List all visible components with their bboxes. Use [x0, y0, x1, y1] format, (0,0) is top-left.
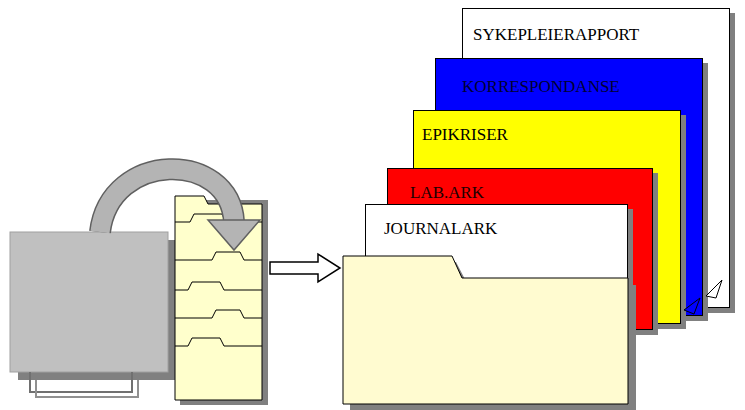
- sheet-label: JOURNALARK: [384, 219, 497, 239]
- curved-arrow: [100, 169, 260, 250]
- sheet-label: SYKEPLEIERAPPORT: [473, 25, 639, 45]
- right-arrow: [270, 254, 340, 282]
- sheet-label: KORRESPONDANSE: [462, 77, 620, 97]
- page-curl: [706, 280, 722, 298]
- journal-sheet: JOURNALARK: [365, 204, 628, 324]
- sheet-label: EPIKRISER: [422, 125, 508, 145]
- drawer-handle-shadow: [36, 380, 138, 397]
- sheet-label: LAB.ARK: [410, 183, 484, 203]
- page-curl: [684, 298, 700, 314]
- drawer-handle: [30, 372, 132, 392]
- folder-shadow: [350, 262, 636, 410]
- cabinet: [10, 232, 168, 372]
- index-cards: [175, 196, 268, 405]
- folder: [343, 256, 628, 404]
